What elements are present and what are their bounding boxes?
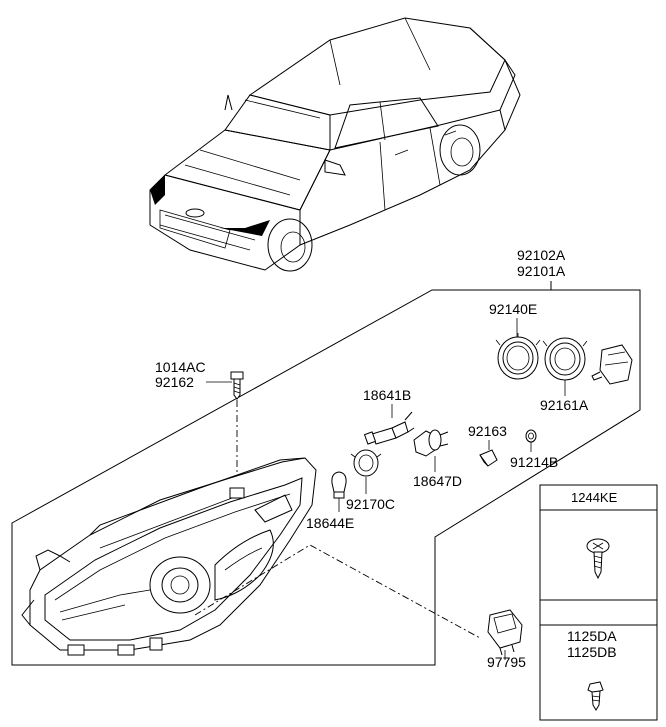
- left-headlight-highlight: [150, 175, 165, 205]
- legend-title-1244KE: 1244KE: [571, 490, 618, 505]
- leveling-actuator: [591, 344, 633, 385]
- label-92170C: 92170C: [346, 496, 395, 512]
- legend-title-1125DB: 1125DB: [567, 644, 617, 660]
- bulb-18641B: [363, 411, 415, 445]
- label-1014AC: 1014AC: [155, 359, 206, 375]
- socket-92170C: [350, 449, 382, 477]
- screw-92162: [230, 371, 244, 400]
- label-18644E: 18644E: [306, 515, 354, 531]
- label-91214B: 91214B: [510, 454, 558, 470]
- label-18647D: 18647D: [413, 473, 462, 489]
- bulb-18644E: [331, 471, 347, 499]
- socket-92163: [479, 449, 498, 467]
- label-18641B: 18641B: [363, 387, 411, 403]
- cover-92140E: [495, 333, 541, 380]
- label-92162: 92162: [155, 374, 194, 390]
- legend-title-1125DA: 1125DA: [567, 628, 617, 644]
- label-97795: 97795: [487, 654, 526, 670]
- label-92102A: 92102A: [517, 247, 566, 263]
- part-91214B: [525, 429, 537, 443]
- screw-1244KE: [586, 538, 610, 580]
- connector-97795: [487, 609, 523, 656]
- headlamp-assembly: [21, 457, 317, 656]
- label-92161A: 92161A: [540, 397, 589, 413]
- assembly-frame: [11, 289, 641, 666]
- legend-panel: [539, 484, 658, 721]
- bolt-1125DA: [587, 681, 604, 711]
- label-92140E: 92140E: [489, 301, 537, 317]
- label-92101A: 92101A: [517, 263, 566, 279]
- right-headlight-highlight: [220, 220, 270, 236]
- label-92163: 92163: [468, 423, 507, 439]
- car-illustration: [149, 17, 521, 272]
- bulb-18647D: [413, 429, 449, 457]
- cover-92161A: [542, 337, 588, 381]
